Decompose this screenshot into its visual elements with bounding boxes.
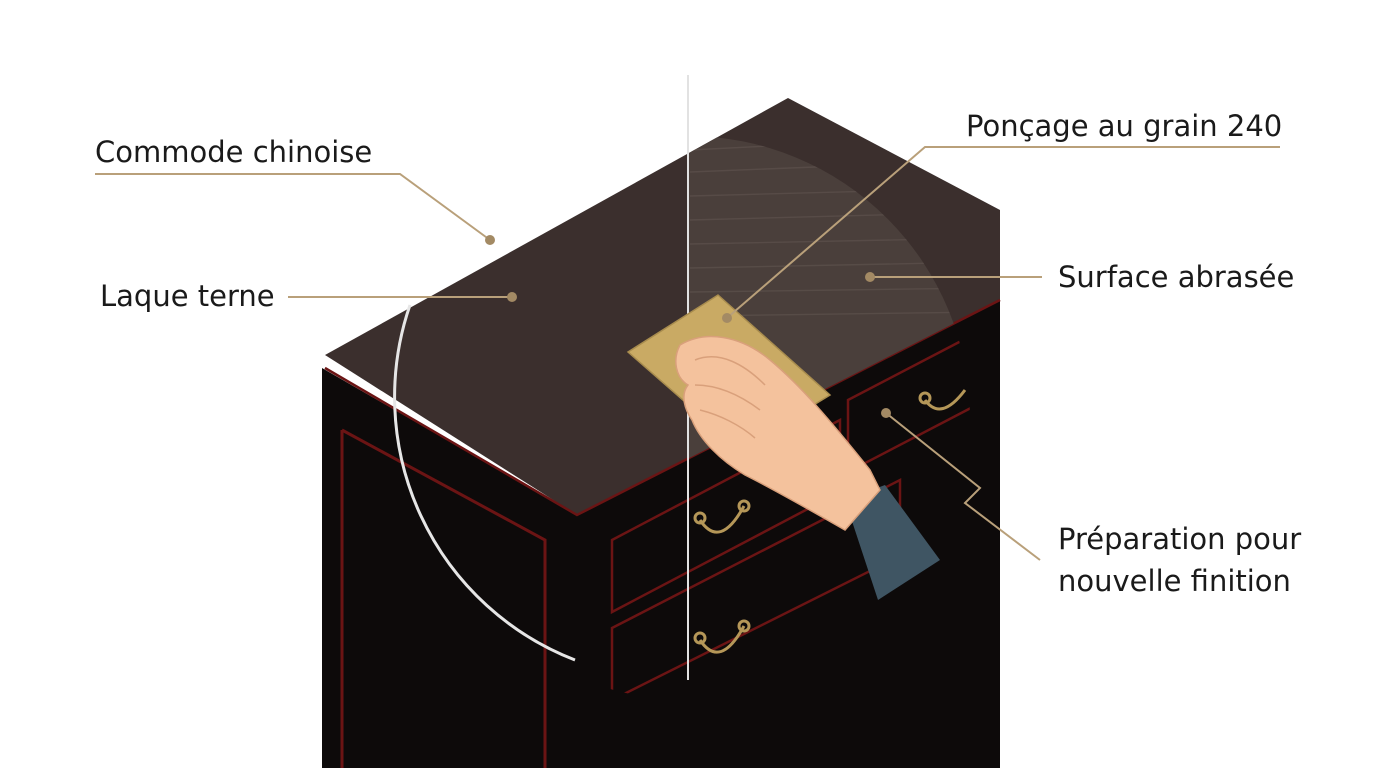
leader-commode [95, 173, 491, 241]
abraded-surface [688, 136, 970, 515]
magnifier-ring [393, 304, 576, 662]
dresser-side-face [577, 300, 1000, 768]
label-preparation-line2: nouvelle finition [1058, 564, 1291, 598]
label-laque: Laque terne [100, 279, 275, 313]
leader-poncage [726, 146, 1280, 319]
label-commode: Commode chinoise [95, 135, 372, 169]
hand-icon [675, 335, 881, 531]
leader-dots [485, 235, 891, 418]
drawer-handles [693, 389, 967, 654]
label-preparation-line1: Préparation pour [1058, 522, 1301, 556]
handle-icon [698, 505, 746, 534]
sleeve [845, 485, 940, 600]
handle-icon [698, 625, 746, 654]
dresser-front-face [322, 368, 577, 768]
label-poncage: Ponçage au grain 240 [966, 109, 1282, 143]
sanding-hand [626, 294, 940, 600]
front-panel-trim [341, 428, 547, 768]
chinese-dresser [322, 98, 1001, 768]
leader-preparation [885, 412, 1041, 561]
label-surface: Surface abrasée [1058, 260, 1294, 294]
leader-lines [95, 146, 1280, 561]
